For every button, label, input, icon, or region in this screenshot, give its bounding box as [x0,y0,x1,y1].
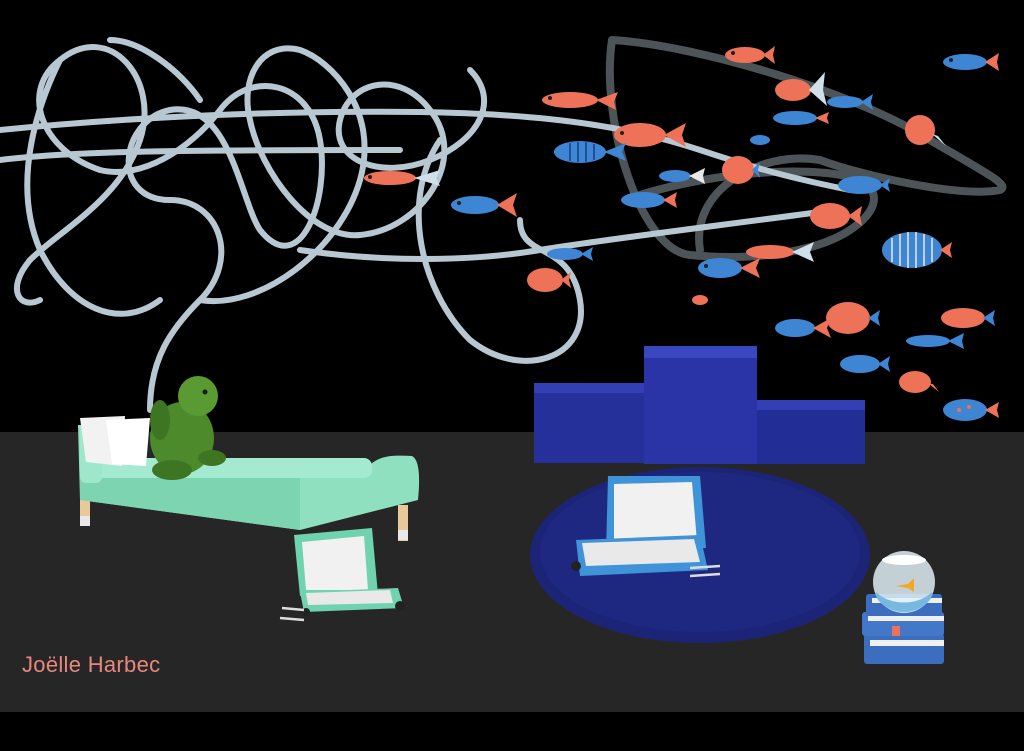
fish-blue [554,141,626,163]
bottom-band [0,712,1024,751]
fish-blue-small [750,135,770,145]
fish-red [725,46,775,64]
fish-school [364,46,999,421]
fish-red [746,242,814,262]
fish-blue [840,355,890,373]
fish-red [722,156,760,184]
fish-red [941,308,995,328]
fishbowl [873,551,935,613]
fish-red [826,302,880,334]
fish-blue-round [882,232,952,268]
green-suitcase [279,528,405,622]
plush-turtle [150,376,226,480]
fish-red [899,371,939,393]
fish-blue [451,193,517,217]
fish-blue [838,176,890,194]
artist-credit: Joëlle Harbec [22,652,161,677]
fish-red [810,203,862,229]
fish-blue [906,333,964,349]
fish-blue [659,168,705,184]
fish-red [905,115,946,146]
fish-blue [943,399,999,421]
fish-blue [547,247,593,261]
fish-blue [827,94,873,110]
fish-blue [775,318,831,338]
fish-red [775,72,827,106]
fish-red [614,123,686,147]
fish-red [527,268,571,292]
fish-red [364,170,440,186]
fish-blue [621,192,677,208]
fish-red-small [692,295,708,305]
blue-suitcase [571,476,721,578]
podium [534,346,865,464]
fish-red [542,92,618,110]
fish-blue [773,111,829,125]
fish-blue [943,53,999,71]
fish-blue [698,258,760,278]
